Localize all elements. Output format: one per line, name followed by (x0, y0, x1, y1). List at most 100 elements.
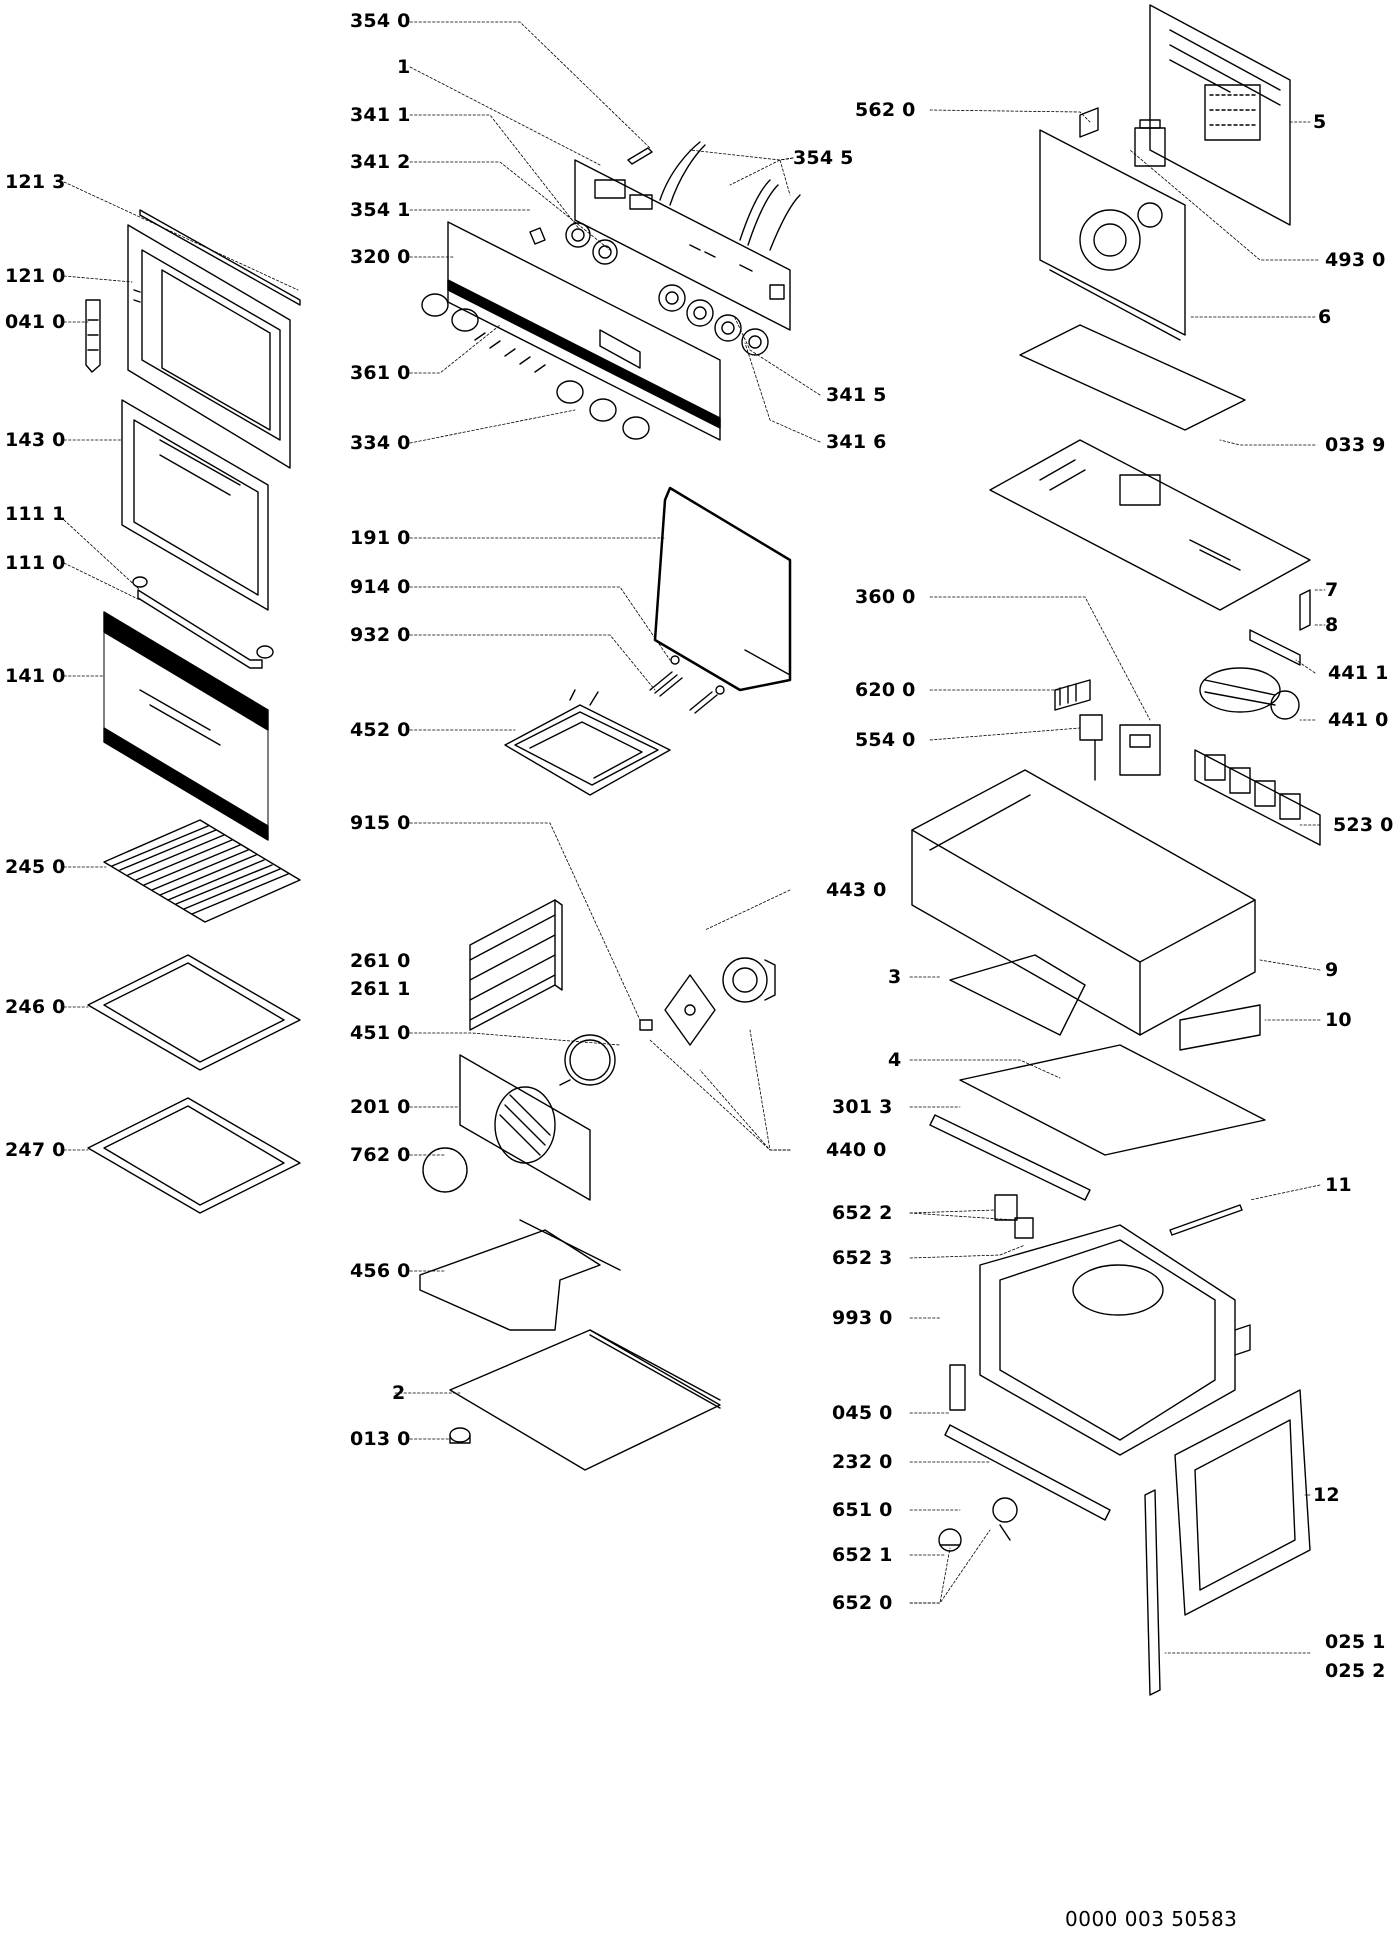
label-451-0: 451 0 (350, 1022, 411, 1044)
label-111-1: 111 1 (5, 503, 66, 525)
label-334-0: 334 0 (350, 432, 411, 454)
label-6: 6 (1318, 306, 1332, 328)
label-354-5: 354 5 (793, 147, 854, 169)
label-12: 12 (1313, 1484, 1340, 1506)
label-443-0: 443 0 (826, 879, 887, 901)
label-993-0: 993 0 (832, 1307, 893, 1329)
control-panel-fascia (447, 221, 721, 441)
fan-cover (459, 1054, 591, 1201)
label-121-0: 121 0 (5, 265, 66, 287)
label-452-0: 452 0 (350, 719, 411, 741)
document-number: 0000 003 50583 (1065, 1907, 1238, 1931)
top-panel-clip (1299, 589, 1311, 631)
label-301-3: 301 3 (832, 1096, 893, 1118)
label-261-0: 261 0 (350, 950, 411, 972)
label-620-0: 620 0 (855, 679, 916, 701)
door-latch-rod (1169, 1204, 1243, 1236)
label-493-0: 493 0 (1325, 249, 1386, 271)
inner-door-frame (121, 399, 269, 611)
label-025-1: 025 1 (1325, 1631, 1386, 1653)
label-8: 8 (1325, 614, 1339, 636)
hinge-plate (1179, 1004, 1261, 1051)
fan-nut (639, 1019, 653, 1031)
cabinet-runner (929, 1114, 1091, 1201)
side-bracket (949, 954, 1086, 1036)
label-341-5: 341 5 (826, 384, 887, 406)
label-523-0: 523 0 (1333, 814, 1394, 836)
top-panel (989, 439, 1311, 611)
label-245-0: 245 0 (5, 856, 66, 878)
electronics-housing (911, 769, 1256, 1036)
label-341-1: 341 1 (350, 104, 411, 126)
label-10: 10 (1325, 1009, 1352, 1031)
control-panel-pcb (574, 159, 791, 331)
door-rail (1144, 1489, 1161, 1696)
label-554-0: 554 0 (855, 729, 916, 751)
knob-springs (474, 332, 546, 373)
label-025-2: 025 2 (1325, 1660, 1386, 1682)
cavity-side-latch (949, 1364, 966, 1411)
label-033-9: 033 9 (1325, 434, 1386, 456)
drip-pan (87, 1097, 301, 1214)
transformer (1134, 119, 1166, 167)
rear-door-panel (1174, 1389, 1311, 1616)
thermostat (1079, 714, 1103, 781)
label-2: 2 (392, 1382, 406, 1404)
label-341-2: 341 2 (350, 151, 411, 173)
fan-motor (722, 957, 776, 1003)
label-440-0: 440 0 (826, 1139, 887, 1161)
door-hinge (85, 299, 101, 373)
heating-element-top (504, 689, 671, 796)
label-652-3: 652 3 (832, 1247, 893, 1269)
label-261-1: 261 1 (350, 978, 411, 1000)
wire-rack (103, 819, 301, 923)
label-111-0: 111 0 (5, 552, 66, 574)
leader-lines (63, 21, 1326, 1654)
label-5: 5 (1313, 111, 1327, 133)
label-652-2: 652 2 (832, 1202, 893, 1224)
enamel-tray (87, 954, 301, 1071)
label-361-0: 361 0 (350, 362, 411, 384)
label-441-1: 441 1 (1328, 662, 1389, 684)
label-762-0: 762 0 (350, 1144, 411, 1166)
label-247-0: 247 0 (5, 1139, 66, 1161)
label-143-0: 143 0 (5, 429, 66, 451)
label-932-0: 932 0 (350, 624, 411, 646)
fan-support-bar (1249, 629, 1301, 666)
control-knob-spindle (529, 147, 653, 245)
label-341-6: 341 6 (826, 431, 887, 453)
outer-door-frame (127, 224, 291, 469)
label-456-0: 456 0 (350, 1260, 411, 1282)
label-652-0: 652 0 (832, 1592, 893, 1614)
foot (449, 1427, 471, 1444)
cabinet-top-panel (959, 1044, 1266, 1156)
lamp-assembly (994, 1194, 1034, 1239)
lamp-cover (938, 1528, 962, 1552)
label-441-0: 441 0 (1328, 709, 1389, 731)
label-013-0: 013 0 (350, 1428, 411, 1450)
label-191-0: 191 0 (350, 527, 411, 549)
rear-cover-plate (1149, 4, 1291, 226)
oven-cavity (979, 1224, 1251, 1456)
label-141-0: 141 0 (5, 665, 66, 687)
label-320-0: 320 0 (350, 246, 411, 268)
door-glass-panel (103, 611, 269, 841)
label-1: 1 (397, 56, 411, 78)
control-knobs (421, 293, 650, 440)
insulation-sheet (1019, 324, 1246, 431)
label-041-0: 041 0 (5, 311, 66, 333)
rear-panel (1039, 129, 1186, 341)
element-springs (649, 655, 725, 714)
bottom-element (419, 1219, 621, 1331)
label-354-0: 354 0 (350, 10, 411, 32)
fan-blade (664, 974, 716, 1046)
label-3: 3 (888, 966, 902, 988)
label-246-0: 246 0 (5, 996, 66, 1018)
label-562-0: 562 0 (855, 99, 916, 121)
terminal-block (1054, 679, 1091, 711)
label-7: 7 (1325, 579, 1339, 601)
lamp-holder (992, 1497, 1018, 1541)
label-121-3: 121 3 (5, 171, 66, 193)
label-651-0: 651 0 (832, 1499, 893, 1521)
